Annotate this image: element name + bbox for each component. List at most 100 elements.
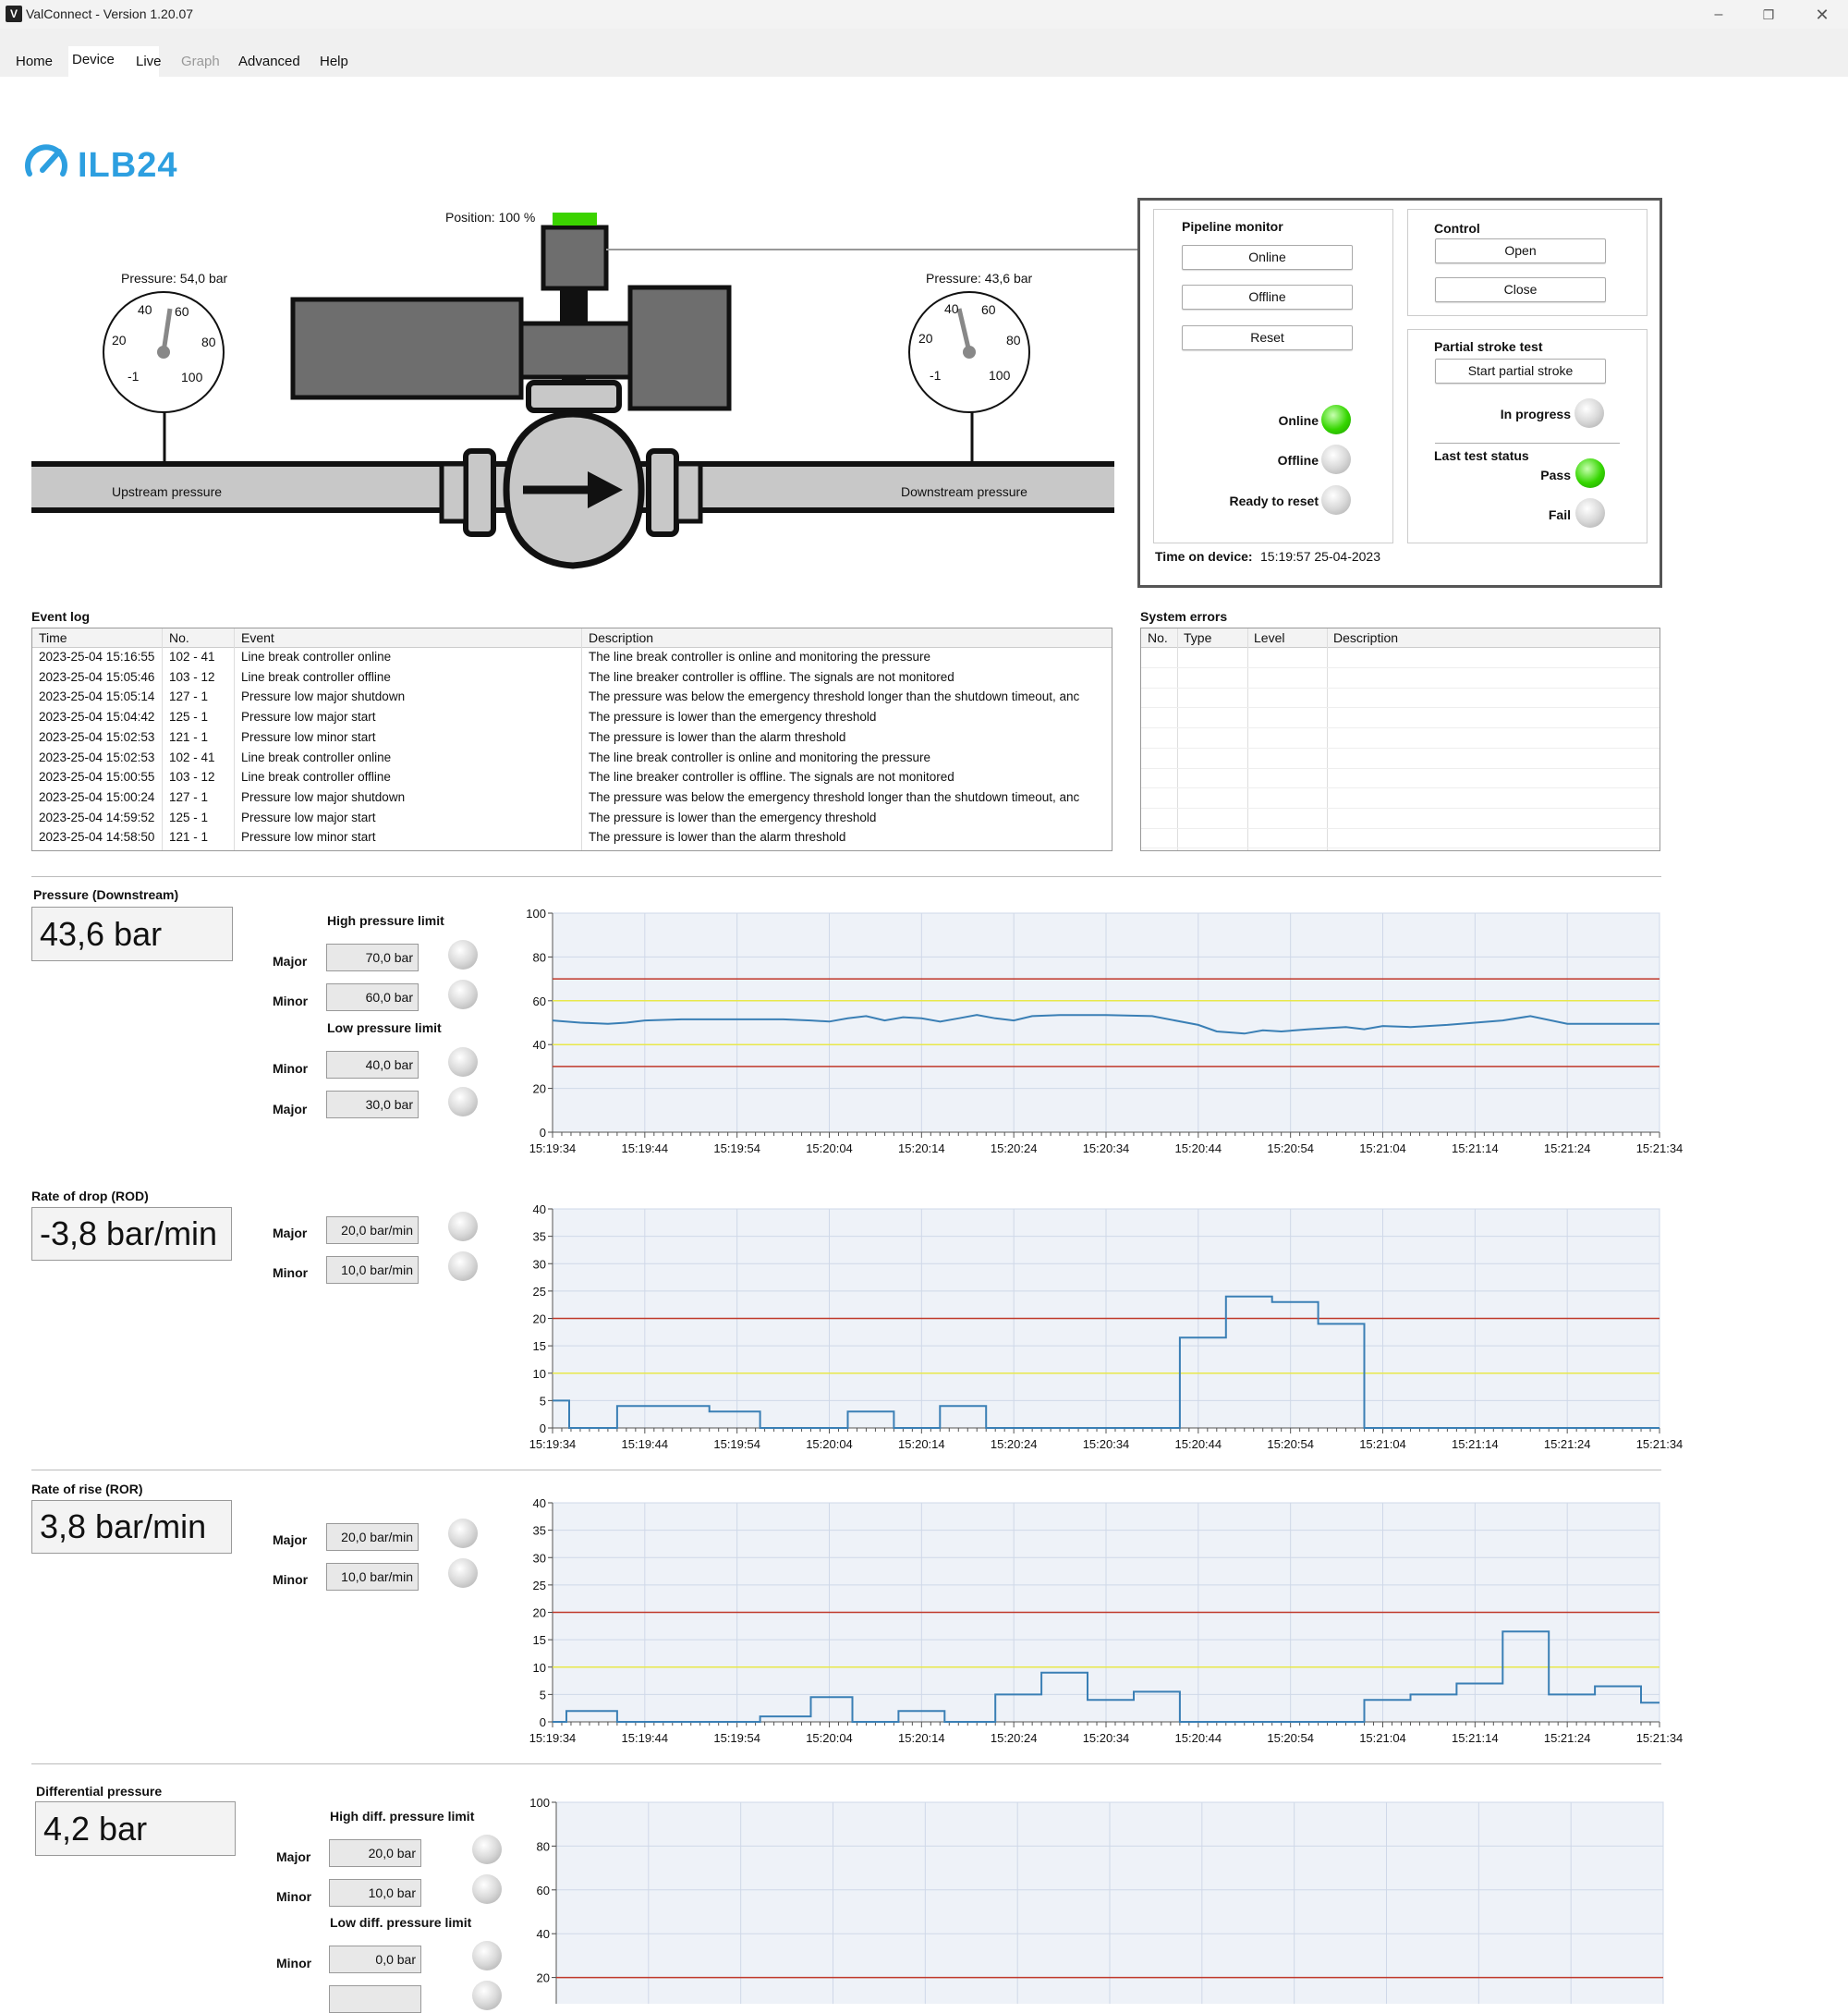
ror-major-led-icon	[448, 1519, 478, 1548]
low-major-limit-field[interactable]: 30,0 bar	[326, 1091, 419, 1118]
open-button[interactable]: Open	[1435, 238, 1606, 263]
gauge-tick: 100	[181, 370, 203, 384]
start-partial-stroke-button[interactable]: Start partial stroke	[1435, 359, 1606, 384]
ror-title: Rate of rise (ROR)	[31, 1482, 143, 1496]
rod-major-limit-field[interactable]: 20,0 bar/min	[326, 1216, 419, 1244]
x-tick-label: 15:20:34	[1083, 1141, 1130, 1155]
ready-to-reset-label: Ready to reset	[1229, 494, 1319, 508]
col-level[interactable]: Level	[1254, 630, 1285, 645]
col-event[interactable]: Event	[241, 630, 274, 645]
divider	[31, 876, 1661, 877]
offline-button[interactable]: Offline	[1182, 285, 1353, 310]
table-row	[1141, 807, 1660, 809]
pass-led-icon	[1575, 458, 1605, 488]
ror-major-limit-field[interactable]: 20,0 bar/min	[326, 1523, 419, 1551]
event-log-title: Event log	[31, 609, 91, 624]
x-tick-label: 15:19:54	[713, 1731, 760, 1745]
table-cell: 127 - 1	[169, 789, 209, 804]
y-tick-label: 10	[533, 1367, 546, 1381]
diff-low-minor-limit-field[interactable]: 0,0 bar	[329, 1946, 421, 1973]
x-tick-label: 15:20:34	[1083, 1731, 1130, 1745]
x-tick-label: 15:20:54	[1267, 1141, 1314, 1155]
reset-button[interactable]: Reset	[1182, 325, 1353, 350]
menu-home[interactable]: Home	[16, 54, 54, 69]
table-cell: The pressure was below the emergency thr…	[589, 689, 1080, 704]
x-tick-label: 15:21:04	[1359, 1437, 1406, 1451]
x-tick-label: 15:20:24	[991, 1731, 1038, 1745]
x-tick-label: 15:21:04	[1359, 1731, 1406, 1745]
low-minor-limit-field[interactable]: 40,0 bar	[326, 1051, 419, 1079]
table-cell: Pressure low minor start	[241, 729, 376, 744]
table-cell: Pressure low major start	[241, 810, 376, 824]
col-description[interactable]: Description	[1333, 630, 1399, 645]
table-cell: The line breaker controller is offline. …	[589, 770, 954, 785]
table-cell: The pressure is lower than the alarm thr…	[589, 830, 846, 845]
col-no[interactable]: No.	[1148, 630, 1168, 645]
x-tick-label: 15:20:54	[1267, 1437, 1314, 1451]
menu-advanced[interactable]: Advanced	[238, 54, 300, 69]
table-cell: 125 - 1	[169, 810, 209, 824]
table-cell: The pressure is lower than the alarm thr…	[589, 729, 846, 744]
valve-diagram	[31, 213, 1140, 569]
x-tick-label: 15:21:04	[1359, 1141, 1406, 1155]
limit-label: Major	[273, 1226, 308, 1240]
table-cell: 2023-25-04 15:05:46	[39, 669, 155, 684]
close-button[interactable]: Close	[1435, 277, 1606, 302]
x-tick-label: 15:20:04	[806, 1731, 853, 1745]
restore-icon[interactable]: ❐	[1762, 7, 1775, 22]
table-cell: Line break controller online	[241, 650, 392, 664]
table-cell: 2023-25-04 14:59:52	[39, 810, 155, 824]
diff-minor-limit-field[interactable]: 10,0 bar	[329, 1879, 421, 1907]
gauge-tick: 100	[989, 368, 1011, 383]
high-major-limit-field[interactable]: 70,0 bar	[326, 944, 419, 971]
col-type[interactable]: Type	[1184, 630, 1212, 645]
table-cell: Pressure low major shutdown	[241, 789, 406, 804]
online-button[interactable]: Online	[1182, 245, 1353, 270]
system-errors-table[interactable]: No. Type Level Description	[1140, 628, 1660, 851]
table-row[interactable]: 2023-25-04 14:59:52 125 - 1 Pressure low m…	[32, 809, 1112, 828]
event-log-table[interactable]: Time No. Event Description 2023-25-04 15…	[31, 628, 1112, 851]
minimize-icon[interactable]: –	[1714, 6, 1723, 22]
diff-low-minor-led-icon	[472, 1941, 502, 1970]
gauge-tick: 80	[201, 335, 216, 349]
series-line	[552, 1014, 1660, 1035]
table-cell: Pressure low major start	[241, 710, 376, 725]
y-tick-label: 20	[533, 1082, 546, 1096]
table-cell: 2023-25-04 15:04:42	[39, 710, 155, 725]
menu-live[interactable]: Live	[136, 54, 162, 69]
x-tick-label: 15:20:44	[1175, 1437, 1222, 1451]
table-cell: 103 - 12	[169, 669, 215, 684]
rod-minor-limit-field[interactable]: 10,0 bar/min	[326, 1256, 419, 1284]
col-no[interactable]: No.	[169, 630, 189, 645]
x-tick-label: 15:19:54	[713, 1437, 760, 1451]
col-description[interactable]: Description	[589, 630, 654, 645]
x-tick-label: 15:21:24	[1544, 1141, 1591, 1155]
pressure-value: 43,6 bar	[31, 907, 233, 961]
high-minor-limit-field[interactable]: 60,0 bar	[326, 983, 419, 1011]
diff-low-major-limit-field[interactable]	[329, 1985, 421, 2013]
diff-major-limit-field[interactable]: 20,0 bar	[329, 1839, 421, 1867]
y-tick-label: 40	[533, 1496, 546, 1510]
col-time[interactable]: Time	[39, 630, 67, 645]
gauge-tick: -1	[128, 369, 140, 384]
table-row	[1141, 827, 1660, 829]
close-icon[interactable]: ✕	[1815, 6, 1830, 24]
menu-device[interactable]: Device	[72, 52, 115, 67]
low-minor-led-icon	[448, 1047, 478, 1077]
divider	[31, 1763, 1661, 1764]
ror-minor-limit-field[interactable]: 10,0 bar/min	[326, 1563, 419, 1591]
window-title: ValConnect - Version 1.20.07	[26, 6, 194, 21]
y-tick-label: 35	[533, 1524, 546, 1538]
table-cell: Line break controller offline	[241, 770, 391, 785]
menu-help[interactable]: Help	[320, 54, 348, 69]
diff-low-major-led-icon	[472, 1981, 502, 2010]
